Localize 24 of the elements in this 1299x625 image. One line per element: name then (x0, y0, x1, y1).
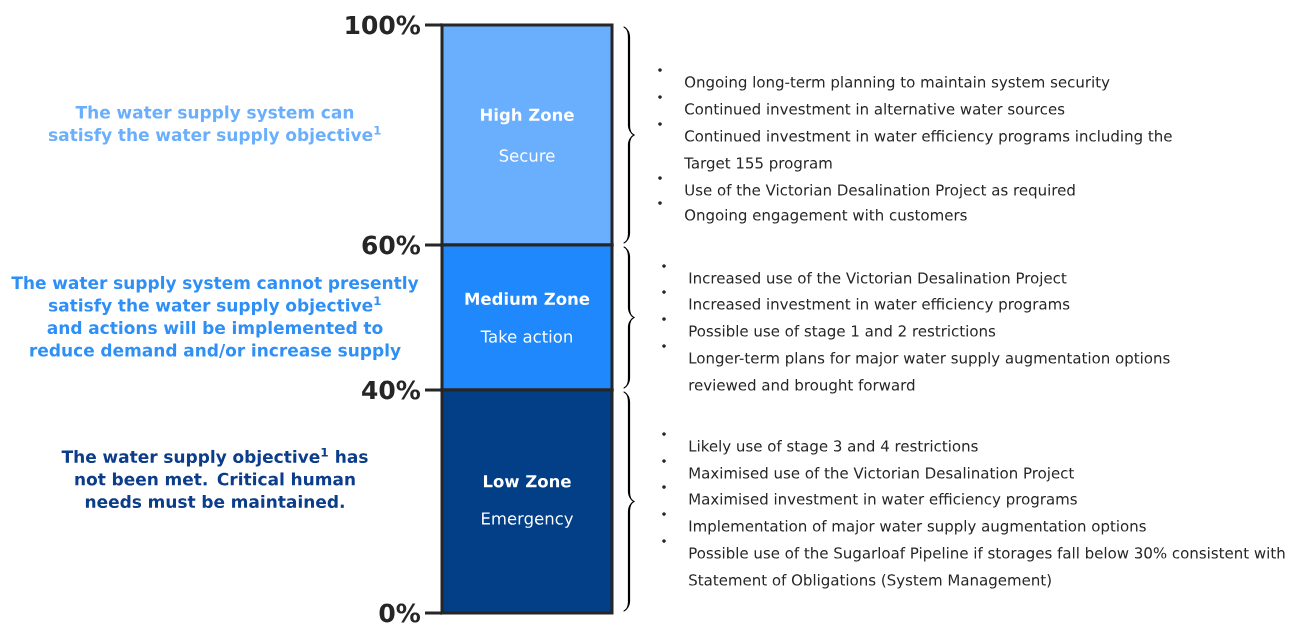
zone-box: Medium Zone Take action (440, 243, 614, 392)
zone-description: The water supply objective$^{1}$ has not been met. Critical human needs must be maintained. (61, 447, 368, 509)
bullet-item: Maximised investment in water efficiency programs (662, 485, 1077, 508)
scale-tick: 60% (362, 235, 442, 255)
bullet-item: Continued investment in water efficiency programs including the Target 155 program (658, 122, 1172, 172)
bullet-item: Implementation of major water supply augmentation options (662, 512, 1146, 535)
zone-box: High Zone Secure (440, 23, 614, 247)
bullet-item: Increased use of the Victorian Desalination Project (662, 264, 1067, 287)
bullet-item: Ongoing long-term planning to maintain system security (658, 68, 1110, 91)
zone-description: The water supply system cannot presently satisfy the water supply objective$^{1}$ and actions will be implemented to reduce demand and/or increase supply (11, 275, 419, 361)
bullet-item: Use of the Victorian Desalination Project as required (658, 176, 1075, 199)
zone-box: Low Zone Emergency (440, 388, 614, 615)
bullet-item: Likely use of stage 3 and 4 restrictions (662, 432, 978, 455)
bullet-item: Increased investment in water efficiency programs (662, 290, 1070, 313)
bullet-item: Longer-term plans for major water supply augmentation options reviewed and brought forward (662, 344, 1170, 394)
bullet-item: Continued investment in alternative water sources (658, 95, 1065, 115)
bullet-item: Possible use of stage 1 and 2 restrictions (662, 317, 996, 340)
scale-tick: 100% (346, 15, 442, 35)
scale-tick: 40% (362, 380, 442, 400)
zone-description: The water supply system can satisfy the water supply objective$^{1}$ (48, 105, 381, 145)
bullet-item: Ongoing engagement with customers (658, 201, 967, 224)
bullet-item: Maximised use of the Victorian Desalination Project (662, 459, 1074, 482)
scale-tick: 0% (379, 603, 442, 623)
bullet-item: Possible use of the Sugarloaf Pipeline if storages fall below 30% consistent with Statement of Obligations (System Management) (662, 539, 1285, 589)
